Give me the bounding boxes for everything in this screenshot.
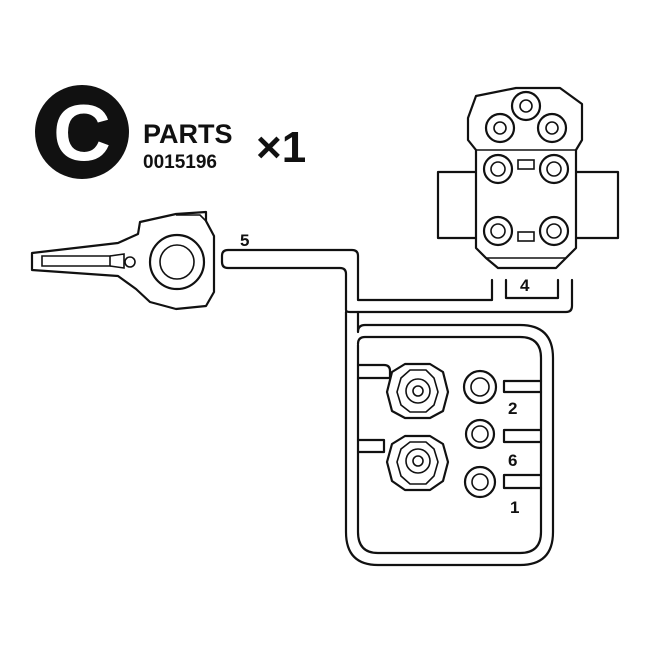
part-label-4: 4 bbox=[520, 276, 530, 295]
washer-bottom bbox=[463, 465, 497, 499]
washer-middle bbox=[464, 418, 496, 450]
part-label-2: 2 bbox=[508, 399, 517, 418]
part-label-5: 5 bbox=[240, 231, 249, 250]
part-number: 0015196 bbox=[143, 152, 217, 173]
sprue-badge-circle bbox=[35, 85, 129, 179]
quantity-label: ×1 bbox=[256, 123, 306, 172]
part-4-block bbox=[436, 86, 620, 270]
sprue-badge: C bbox=[35, 85, 129, 179]
part-label-6: 6 bbox=[508, 451, 517, 470]
hex-nut-upper bbox=[385, 362, 450, 420]
sprue-letter: C bbox=[53, 88, 111, 177]
parts-title: PARTS bbox=[143, 119, 233, 149]
part-label-1: 1 bbox=[510, 498, 519, 517]
washer-top bbox=[462, 369, 498, 405]
part-5-lever bbox=[30, 210, 216, 311]
hex-nut-lower bbox=[385, 434, 450, 492]
runner-frame bbox=[220, 248, 574, 567]
